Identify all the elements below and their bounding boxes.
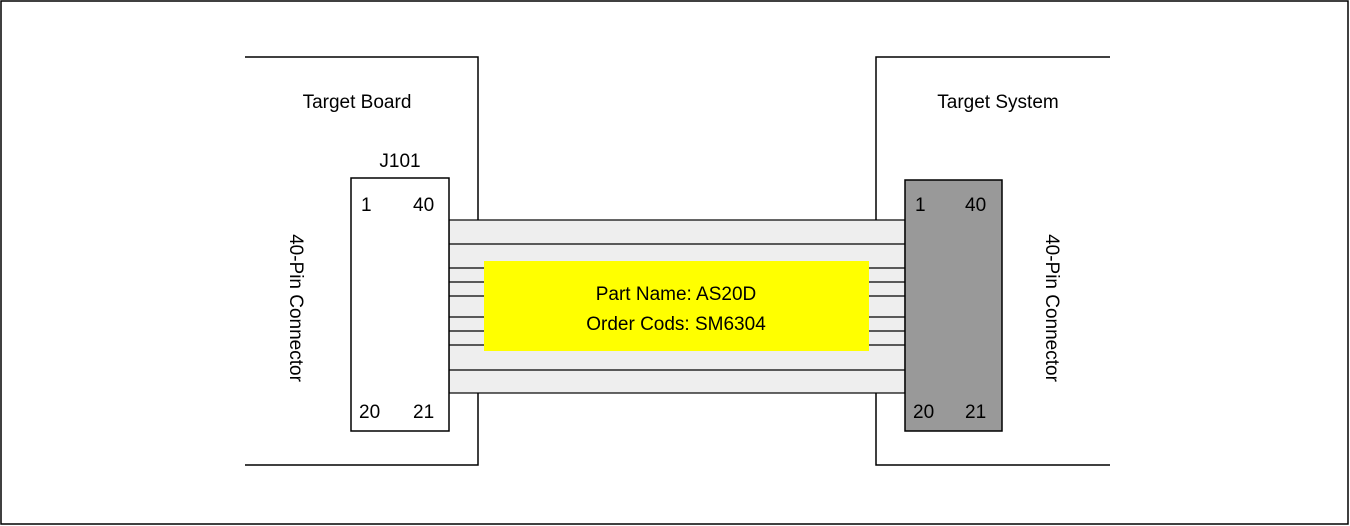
pin-40-label: 40 bbox=[413, 195, 434, 216]
target-system-title: Target System bbox=[937, 92, 1058, 113]
connector-ref-j101: J101 bbox=[379, 151, 420, 172]
cable-label: Part Name: AS20D Order Cods: SM6304 bbox=[484, 261, 869, 351]
order-code-text: Order Cods: SM6304 bbox=[586, 314, 766, 335]
pin-1-label: 1 bbox=[915, 195, 926, 216]
target-board-title: Target Board bbox=[303, 92, 412, 113]
pin-20-label: 20 bbox=[913, 402, 934, 423]
j101-connector-body bbox=[350, 177, 450, 432]
right-40-pin-connector-label: 40-Pin Connector bbox=[1041, 234, 1062, 383]
pin-21-label: 21 bbox=[413, 402, 434, 423]
pin-1-label: 1 bbox=[361, 195, 372, 216]
left-40-pin-connector-label: 40-Pin Connector bbox=[285, 234, 306, 383]
pin-20-label: 20 bbox=[359, 402, 380, 423]
pin-40-label: 40 bbox=[965, 195, 986, 216]
right-connector: 1 40 20 21 bbox=[904, 179, 1003, 432]
pin-21-label: 21 bbox=[965, 402, 986, 423]
cable-label-box bbox=[484, 261, 869, 351]
target-system-connector-body bbox=[904, 179, 1003, 432]
part-name-text: Part Name: AS20D bbox=[596, 284, 757, 305]
left-connector: 1 40 20 21 bbox=[350, 177, 450, 432]
